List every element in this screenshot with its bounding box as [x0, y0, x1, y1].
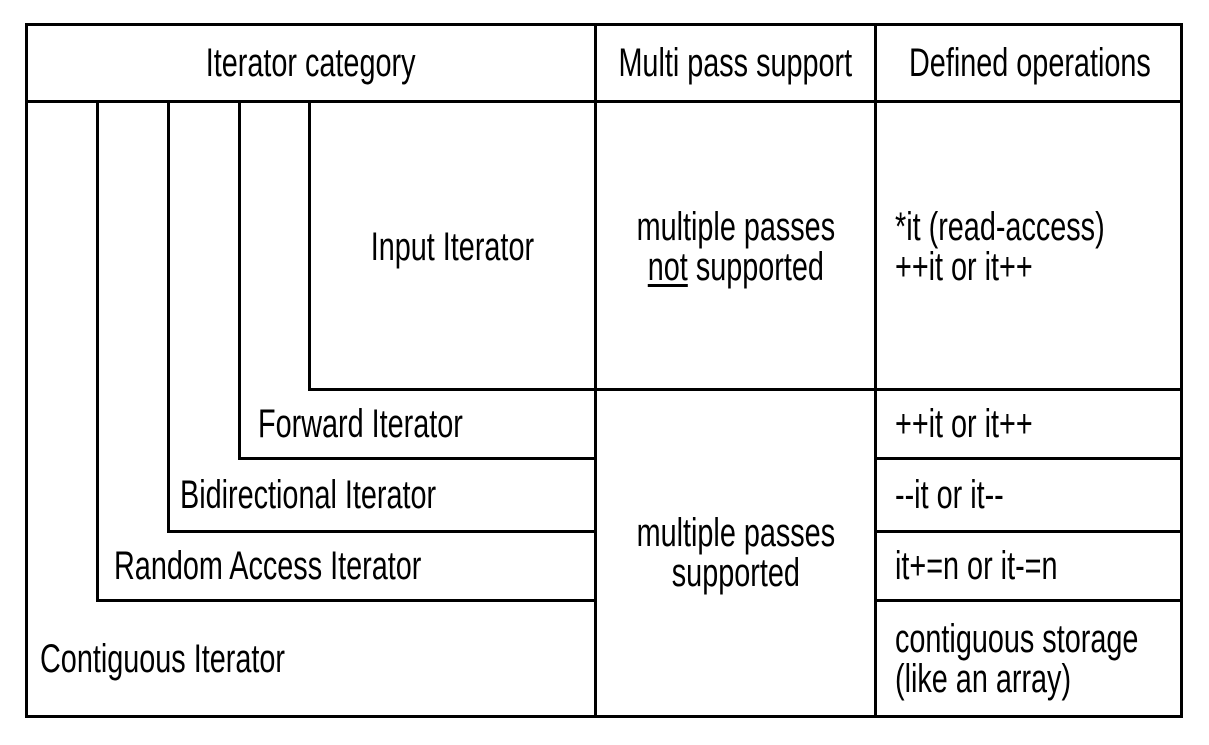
random-access-iterator-cell: Random Access Iterator [99, 533, 594, 599]
contiguous-iterator-label: Contiguous Iterator [40, 636, 285, 681]
operations-forward-text: ++it or it++ [895, 402, 1033, 446]
multipass-not-supported-cell: multiple passes not supported [597, 106, 874, 388]
table-outer-border [25, 23, 1183, 718]
row-divider-forward [874, 457, 1183, 460]
forward-iterator-box [238, 103, 594, 460]
multipass-supported-line2: supported [671, 551, 800, 595]
operations-contiguous-line2: (like an array) [895, 656, 1072, 701]
column-divider-multipass-operations [874, 23, 877, 718]
supported-word: supported [695, 245, 824, 289]
header-iterator-category: Iterator category [28, 26, 594, 100]
multipass-not-supported-line2: not supported [636, 247, 834, 287]
forward-iterator-label: Forward Iterator [258, 402, 463, 446]
random-access-iterator-label: Random Access Iterator [114, 544, 422, 588]
row-divider-input [594, 388, 1183, 391]
contiguous-iterator-cell: Contiguous Iterator [28, 602, 594, 715]
operations-input-cell: *it (read-access) ++it or it++ [877, 106, 1183, 388]
random-access-iterator-box [96, 103, 594, 602]
operations-contiguous-cell: contiguous storage (like an array) [877, 602, 1183, 715]
operations-forward-cell: ++it or it++ [877, 391, 1183, 457]
bidirectional-iterator-box [167, 103, 594, 533]
forward-iterator-cell: Forward Iterator [241, 391, 594, 457]
operations-bidirectional-cell: --it or it-- [877, 460, 1183, 530]
header-defined-operations: Defined operations [877, 26, 1183, 100]
input-iterator-box [308, 103, 594, 391]
bidirectional-iterator-label: Bidirectional Iterator [180, 473, 437, 517]
operations-input-line1: *it (read-access) [895, 205, 1105, 249]
operations-input-text: *it (read-access) ++it or it++ [895, 207, 1105, 287]
row-divider-bidirectional [874, 530, 1183, 533]
operations-contiguous-text: contiguous storage (like an array) [895, 619, 1138, 699]
column-divider-category-multipass [594, 23, 597, 718]
input-iterator-cell: Input Iterator [311, 106, 594, 388]
operations-input-line2: ++it or it++ [895, 245, 1033, 289]
header-multi-pass-support-label: Multi pass support [618, 41, 853, 85]
operations-random-access-cell: it+=n or it-=n [877, 533, 1183, 599]
input-iterator-label: Input Iterator [370, 225, 535, 269]
header-iterator-category-label: Iterator category [206, 41, 416, 85]
multipass-not-supported-line1: multiple passes [636, 205, 835, 249]
bidirectional-iterator-cell: Bidirectional Iterator [170, 460, 594, 530]
operations-contiguous-line1: contiguous storage [895, 616, 1139, 661]
header-multi-pass-support: Multi pass support [597, 26, 874, 100]
operations-random-access-text: it+=n or it-=n [895, 544, 1058, 588]
not-underlined-word: not [647, 245, 688, 289]
header-bottom-line [25, 100, 1183, 103]
header-defined-operations-label: Defined operations [909, 41, 1151, 85]
multipass-supported-line1: multiple passes [636, 511, 835, 555]
multipass-supported-cell: multiple passes supported [597, 391, 874, 715]
operations-bidirectional-text: --it or it-- [895, 473, 1004, 517]
multipass-supported-text: multiple passes supported [636, 513, 834, 593]
row-divider-random-access [874, 599, 1183, 602]
multipass-not-supported-text: multiple passes not supported [636, 207, 834, 287]
